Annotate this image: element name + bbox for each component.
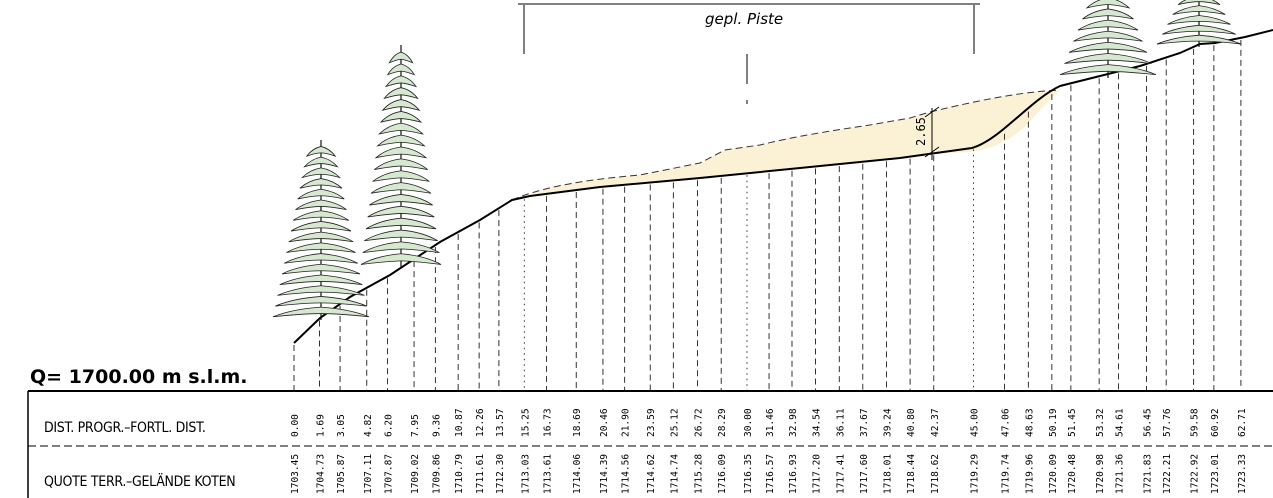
station-distance: 26.72 bbox=[693, 408, 704, 437]
new-terrain-line bbox=[511, 89, 1061, 201]
station-distance: 59.58 bbox=[1190, 408, 1201, 437]
station-distance: 28.29 bbox=[717, 408, 728, 437]
station-elevation: 1723.33 bbox=[1237, 454, 1248, 494]
station-elevation: 1720.09 bbox=[1048, 454, 1059, 494]
station-elevation: 1722.21 bbox=[1162, 454, 1173, 494]
station-distance: 4.82 bbox=[363, 414, 374, 437]
station-elevation: 1709.86 bbox=[431, 454, 442, 494]
station-distance: 56.45 bbox=[1142, 408, 1153, 437]
station-distance: 50.19 bbox=[1048, 408, 1059, 437]
station-distance: 20.46 bbox=[599, 408, 610, 437]
station-distance: 9.36 bbox=[431, 414, 442, 437]
station-elevation: 1722.92 bbox=[1190, 454, 1201, 494]
station-elevation: 1714.74 bbox=[669, 454, 680, 494]
station-elevation: 1709.02 bbox=[410, 454, 421, 494]
station-elevation: 1714.56 bbox=[621, 454, 632, 494]
station-distance: 23.59 bbox=[646, 408, 657, 437]
station-elevation: 1717.41 bbox=[835, 454, 846, 494]
fir-tree-icon bbox=[1059, 0, 1157, 78]
station-elevation: 1717.20 bbox=[812, 454, 823, 494]
station-distance: 42.37 bbox=[930, 408, 941, 437]
station-elevation: 1718.01 bbox=[883, 454, 894, 494]
height-dimension-label: 2.65 bbox=[914, 117, 928, 146]
station-elevation: 1723.01 bbox=[1210, 454, 1221, 494]
station-elevation: 1713.61 bbox=[543, 454, 554, 494]
station-distance: 40.80 bbox=[906, 408, 917, 437]
station-elevation: 1716.09 bbox=[717, 454, 728, 494]
station-distance: 34.54 bbox=[812, 408, 823, 437]
station-elevation: 1707.11 bbox=[363, 454, 374, 494]
piste-label: gepl. Piste bbox=[705, 10, 784, 28]
station-elevation: 1718.44 bbox=[906, 454, 917, 494]
station-distance: 57.76 bbox=[1162, 408, 1173, 437]
station-elevation: 1704.73 bbox=[316, 454, 327, 494]
station-elevation: 1716.35 bbox=[743, 454, 754, 494]
row-label-distance: DIST. PROGR.–FORTL. DIST. bbox=[44, 420, 206, 436]
station-distance: 16.73 bbox=[543, 408, 554, 437]
station-distance: 48.63 bbox=[1024, 408, 1035, 437]
station-elevation: 1718.62 bbox=[930, 454, 941, 494]
fir-tree-icon bbox=[272, 140, 370, 320]
station-elevation: 1710.79 bbox=[454, 454, 465, 494]
station-elevation: 1721.36 bbox=[1115, 454, 1126, 494]
station-elevation: 1717.60 bbox=[859, 454, 870, 494]
station-distance: 15.25 bbox=[520, 408, 531, 437]
station-distance: 0.00 bbox=[290, 414, 301, 437]
station-distance: 51.45 bbox=[1067, 408, 1078, 437]
station-distance: 30.00 bbox=[743, 408, 754, 437]
station-distance: 25.12 bbox=[669, 408, 680, 437]
station-elevation: 1714.39 bbox=[599, 454, 610, 494]
station-distance: 54.61 bbox=[1115, 408, 1126, 437]
station-elevation: 1703.45 bbox=[290, 454, 301, 494]
station-distance: 18.69 bbox=[572, 408, 583, 437]
station-distance: 32.98 bbox=[788, 408, 799, 437]
station-elevation: 1719.96 bbox=[1024, 454, 1035, 494]
station-distance: 60.92 bbox=[1210, 408, 1221, 437]
station-distance: 31.46 bbox=[765, 408, 776, 437]
station-elevation: 1720.98 bbox=[1095, 454, 1106, 494]
station-elevation: 1719.29 bbox=[970, 454, 981, 494]
station-distance: 6.20 bbox=[384, 414, 395, 437]
row-label-elevation: QUOTE TERR.–GELÄNDE KOTEN bbox=[44, 474, 236, 490]
station-distance: 1.69 bbox=[316, 414, 327, 437]
station-distance: 36.11 bbox=[835, 408, 846, 437]
station-group: 0.00 1703.45 1.69 1704.73 3.05 1705.87 4.82 170… bbox=[290, 39, 1248, 494]
tree-group bbox=[272, 0, 1242, 320]
station-distance: 13.57 bbox=[495, 408, 506, 437]
station-elevation: 1716.93 bbox=[788, 454, 799, 494]
station-distance: 7.95 bbox=[410, 414, 421, 437]
station-distance: 39.24 bbox=[883, 408, 894, 437]
fir-tree-icon bbox=[1156, 0, 1242, 47]
station-distance: 3.05 bbox=[336, 414, 347, 437]
station-distance: 10.87 bbox=[454, 408, 465, 437]
station-elevation: 1707.87 bbox=[384, 454, 395, 494]
station-distance: 21.90 bbox=[621, 408, 632, 437]
station-elevation: 1715.28 bbox=[693, 454, 704, 494]
station-distance: 45.00 bbox=[970, 408, 981, 437]
station-elevation: 1705.87 bbox=[336, 454, 347, 494]
station-elevation: 1714.06 bbox=[572, 454, 583, 494]
station-distance: 37.67 bbox=[859, 408, 870, 437]
station-elevation: 1720.48 bbox=[1067, 454, 1078, 494]
station-distance: 53.32 bbox=[1095, 408, 1106, 437]
station-distance: 62.71 bbox=[1237, 408, 1248, 437]
station-elevation: 1711.61 bbox=[475, 454, 486, 494]
reference-level: Q= 1700.00 m s.l.m. bbox=[30, 366, 248, 388]
fir-tree-icon bbox=[360, 45, 442, 268]
station-distance: 12.26 bbox=[475, 408, 486, 437]
station-elevation: 1719.74 bbox=[1001, 454, 1012, 494]
station-elevation: 1714.62 bbox=[646, 454, 657, 494]
station-distance: 47.06 bbox=[1001, 408, 1012, 437]
station-elevation: 1721.83 bbox=[1142, 454, 1153, 494]
station-elevation: 1712.30 bbox=[495, 454, 506, 494]
station-elevation: 1713.03 bbox=[520, 454, 531, 494]
station-elevation: 1716.57 bbox=[765, 454, 776, 494]
existing-terrain-line bbox=[293, 29, 1273, 344]
